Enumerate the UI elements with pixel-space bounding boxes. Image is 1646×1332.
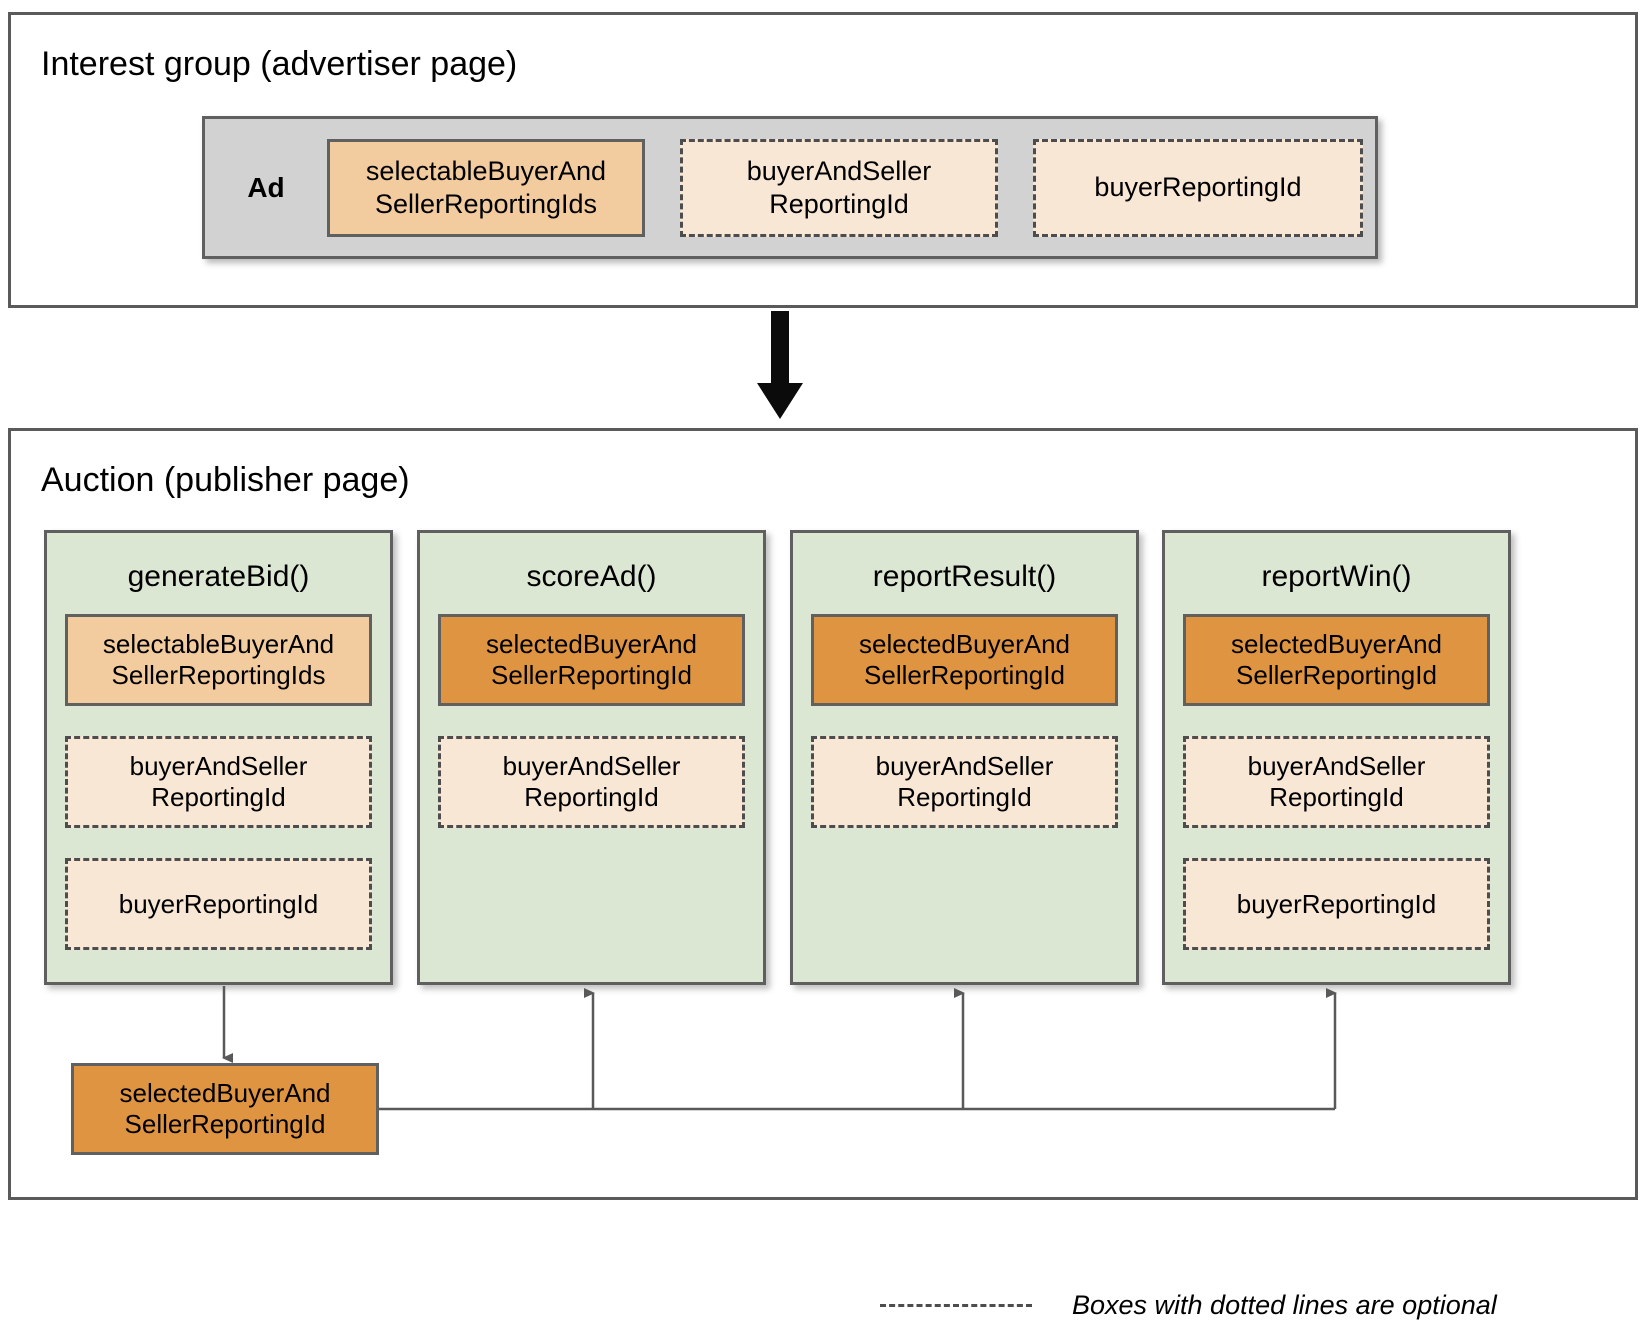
function-name-generatebid: generateBid(): [127, 560, 310, 593]
ig-param-buyer-reporting-id: buyerReportingId: [1033, 138, 1363, 237]
param-buyer-reporting-id: buyerReportingId: [1183, 858, 1490, 950]
flow-down-arrow-icon: [757, 311, 803, 419]
interest-group-section: Interest group (advertiser page) Ad sele…: [8, 12, 1638, 308]
legend: Boxes with dotted lines are optional: [880, 1285, 1620, 1325]
param-buyer-reporting-id: buyerReportingId: [65, 858, 372, 950]
auction-title: Auction (publisher page): [41, 461, 410, 499]
interest-group-title: Interest group (advertiser page): [41, 45, 518, 83]
ad-label: Ad: [247, 171, 285, 203]
legend-text: Boxes with dotted lines are optional: [1072, 1289, 1497, 1320]
function-name-scoread: scoreAd(): [526, 560, 657, 593]
function-name-reportresult: reportResult(): [872, 560, 1057, 593]
function-name-reportwin: reportWin(): [1261, 560, 1412, 593]
legend-dashed-line-sample: [880, 1303, 1032, 1307]
